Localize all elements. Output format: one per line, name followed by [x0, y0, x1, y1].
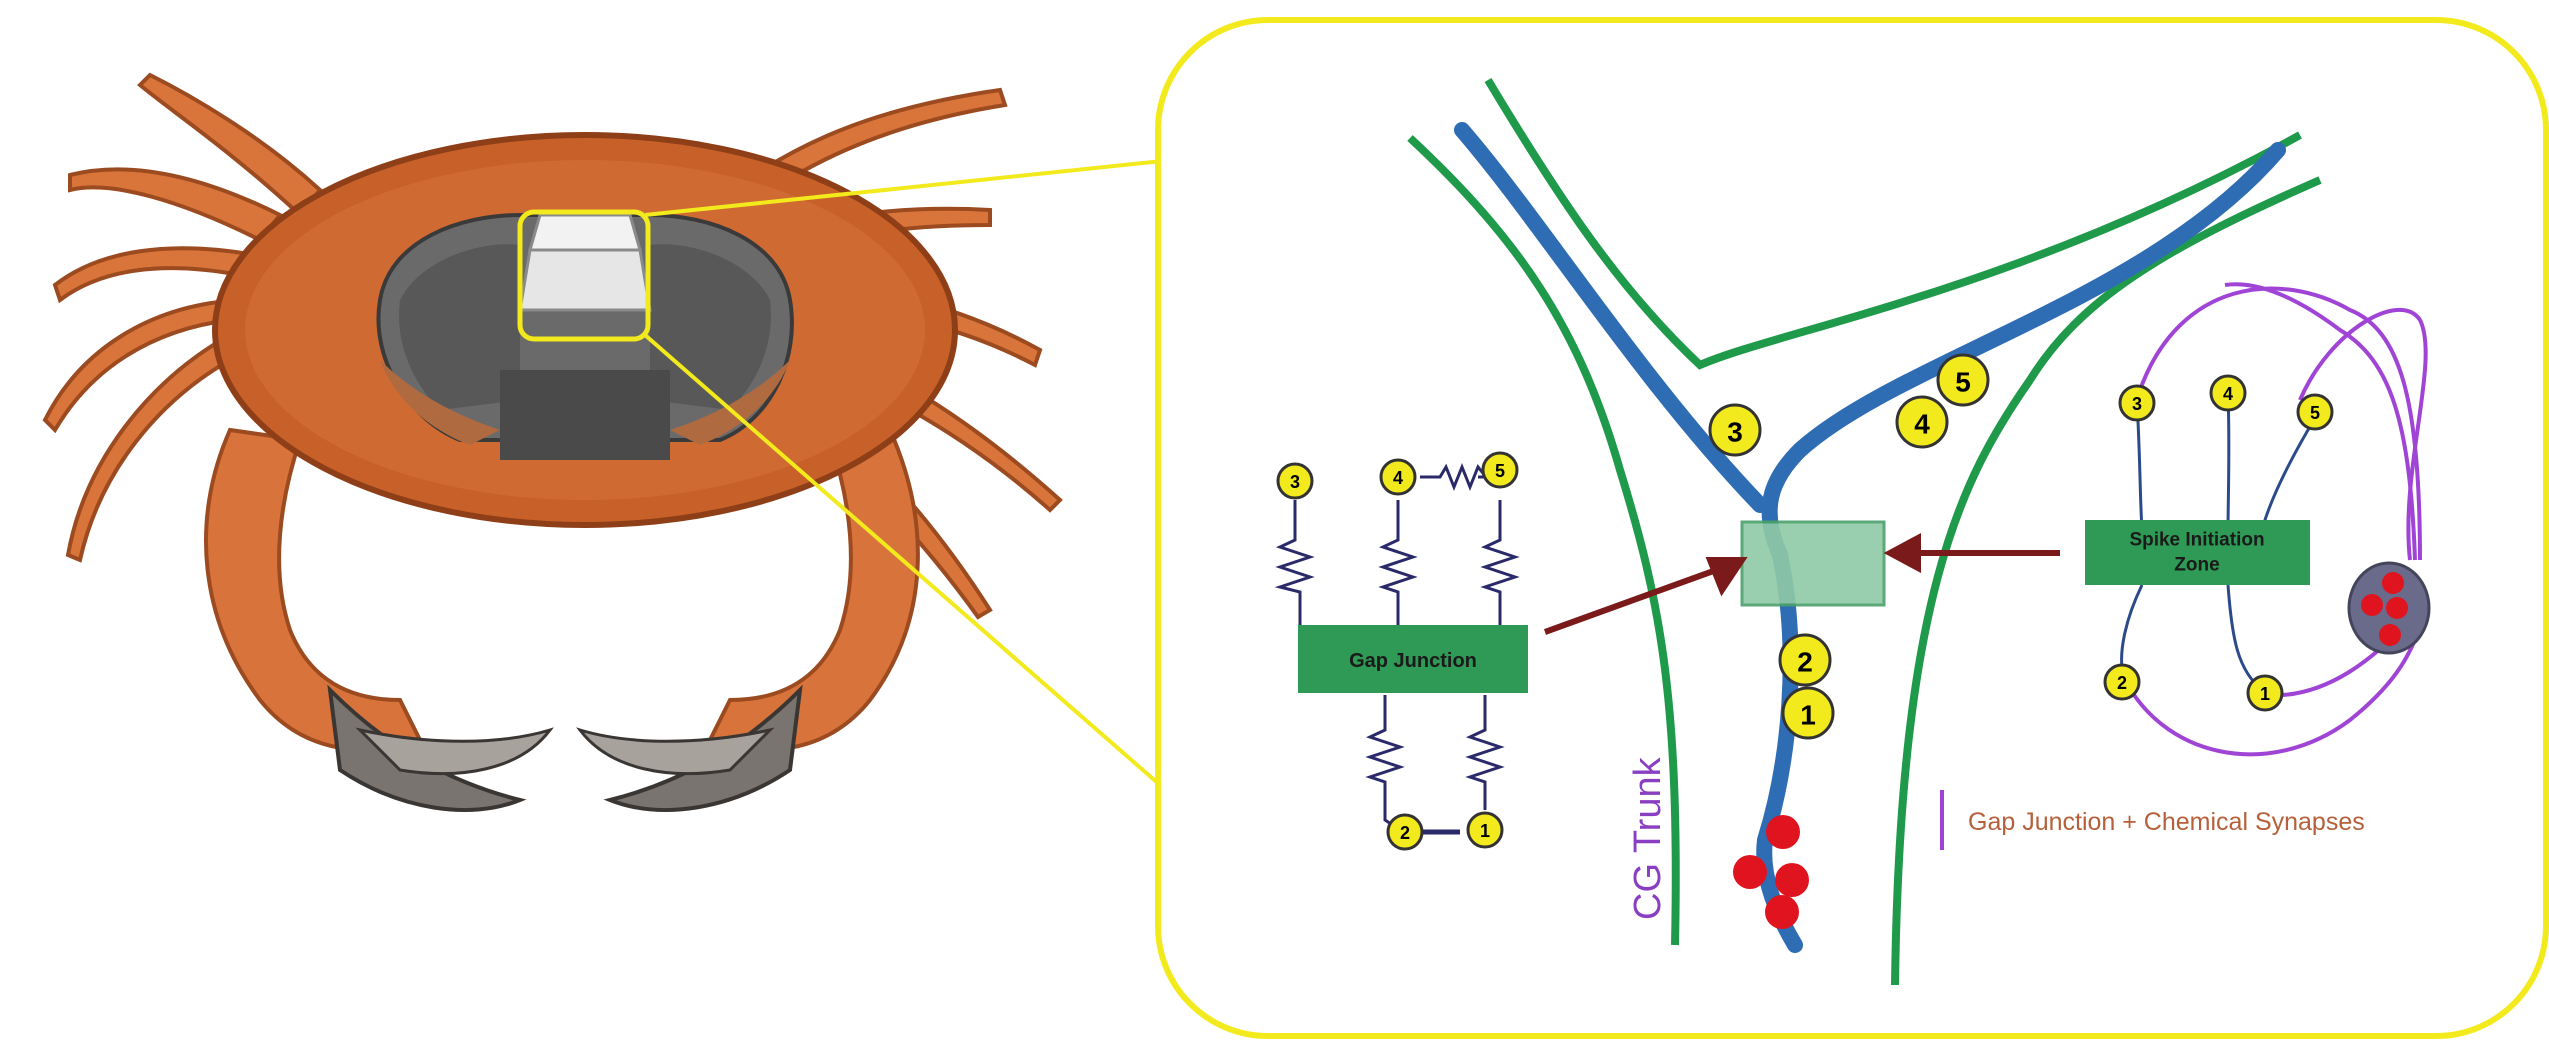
sp-cell-label: 1 [2260, 684, 2270, 704]
main-neuron-4: 4 [1897, 397, 1947, 447]
main-neuron-3: 3 [1710, 405, 1760, 455]
main-neuron-1: 1 [1783, 688, 1833, 738]
gj-cell-label: 4 [1393, 468, 1403, 488]
neuron-label: 3 [1727, 417, 1743, 448]
sp-cell-label: 5 [2310, 403, 2320, 423]
crab-illustration [45, 75, 1172, 810]
gj-cell-4: 4 [1381, 460, 1415, 494]
sp-cell-label: 3 [2132, 394, 2142, 414]
gap-junction-box: Gap Junction [1298, 625, 1528, 693]
main-neuron-2: 2 [1780, 635, 1830, 685]
sp-cell-label: 2 [2117, 673, 2127, 693]
gj-cell-label: 2 [1400, 823, 1410, 843]
neuron-label: 2 [1797, 647, 1813, 678]
gj-cell-1: 1 [1468, 813, 1502, 847]
neuron-label: 4 [1914, 409, 1930, 440]
sp-cell-1: 1 [2248, 676, 2282, 710]
main-neuron-5: 5 [1938, 355, 1988, 405]
gj-cell-label: 1 [1480, 821, 1490, 841]
spike-panel-somata [2349, 563, 2429, 653]
cg-trunk-label: CG Trunk [1627, 756, 1669, 920]
gj-cell-5: 5 [1483, 453, 1517, 487]
sp-cell-4: 4 [2211, 376, 2245, 410]
sp-cell-3: 3 [2120, 386, 2154, 420]
sp-cell-2: 2 [2105, 665, 2139, 699]
legend-label: Gap Junction + Chemical Synapses [1968, 808, 2365, 836]
sp-cell-5: 5 [2298, 395, 2332, 429]
gj-cell-label: 5 [1495, 461, 1505, 481]
spike-zone-label-2: Zone [2174, 555, 2219, 576]
spike-initiation-zone-box [1742, 522, 1884, 605]
neuron-label: 1 [1800, 700, 1816, 731]
neuron-label: 5 [1955, 367, 1971, 398]
gj-cell-label: 3 [1290, 472, 1300, 492]
gap-junction-label: Gap Junction [1349, 650, 1477, 672]
sp-cell-label: 4 [2223, 384, 2233, 404]
gj-cell-2: 2 [1388, 815, 1422, 849]
spike-zone-label-1: Spike Initiation [2129, 530, 2264, 551]
spike-initiation-box: Spike Initiation Zone [2085, 520, 2310, 585]
gj-cell-3: 3 [1278, 464, 1312, 498]
